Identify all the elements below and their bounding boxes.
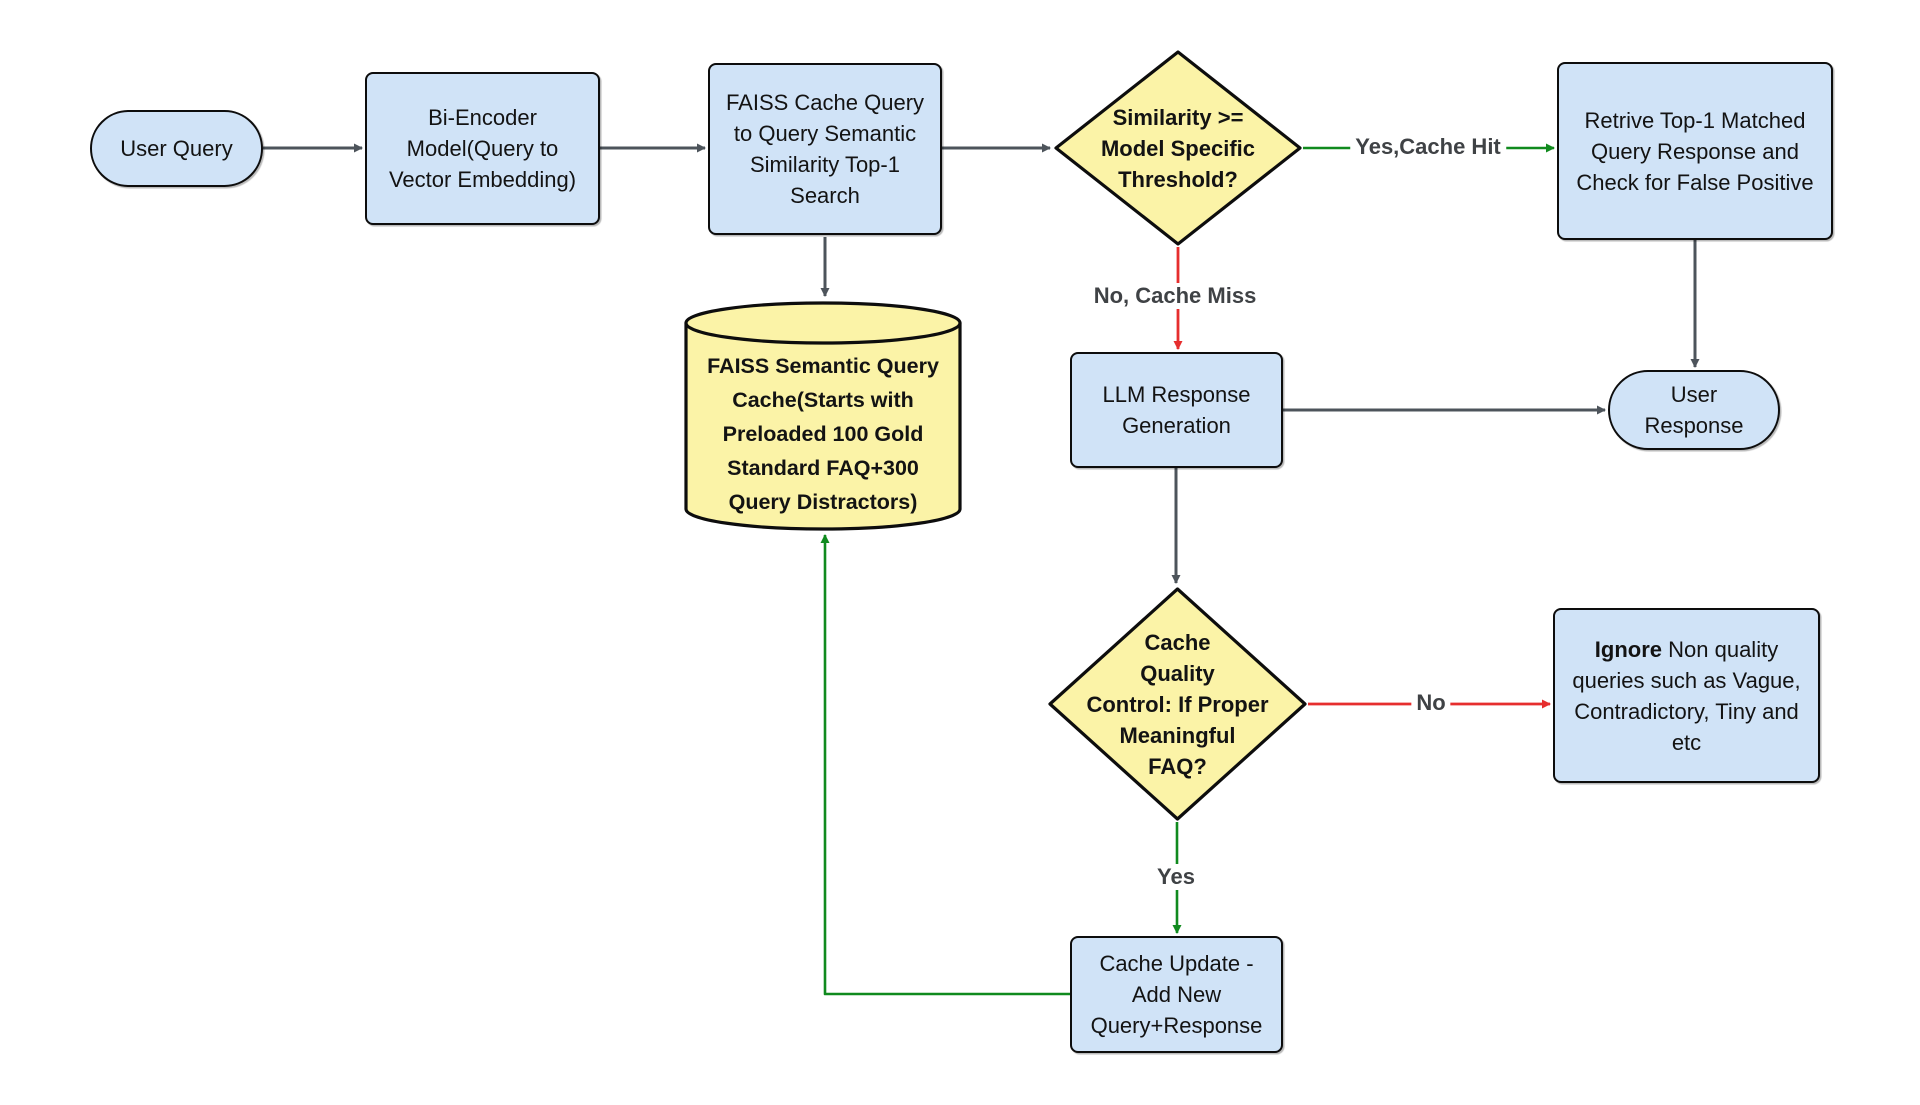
node-faiss-search-label: FAISS Cache Query to Query Semantic Simi…	[725, 90, 925, 208]
node-ignore-queries: Ignore Non quality queries such as Vague…	[1553, 608, 1820, 783]
diamond-shape	[1054, 50, 1302, 246]
edge-label-no-cache-miss: No, Cache Miss	[1088, 283, 1262, 309]
node-cache-update: Cache Update - Add New Query+Response	[1070, 936, 1283, 1053]
node-ignore-queries-label: Ignore Non quality queries such as Vague…	[1565, 634, 1808, 758]
node-user-response-label: User Response	[1644, 382, 1744, 438]
database-cylinder-shape	[684, 301, 962, 531]
node-llm-generation: LLM Response Generation	[1070, 352, 1283, 468]
edge-label-no: No	[1411, 690, 1451, 716]
node-llm-generation-label: LLM Response Generation	[1102, 382, 1251, 438]
node-faiss-cache: FAISS Semantic Query Cache(Starts with P…	[683, 300, 963, 532]
node-similarity-decision: Similarity >= Model Specific Threshold?	[1053, 49, 1303, 247]
node-bi-encoder-label: Bi-Encoder Model(Query to Vector Embeddi…	[388, 105, 577, 192]
node-retrieve-top1: Retrive Top-1 Matched Query Response and…	[1557, 62, 1833, 240]
node-user-query-label: User Query	[120, 136, 233, 161]
node-retrieve-top1-label: Retrive Top-1 Matched Query Response and…	[1576, 107, 1814, 195]
ignore-label-bold: Ignore	[1594, 636, 1663, 662]
node-bi-encoder: Bi-Encoder Model(Query to Vector Embeddi…	[365, 72, 600, 225]
edge-label-yes: Yes	[1152, 864, 1200, 890]
edge-label-yes-cache-hit: Yes,Cache Hit	[1350, 134, 1506, 160]
node-similarity-decision-label: Similarity >= Model Specific Threshold?	[1100, 104, 1256, 192]
node-quality-decision: Cache Quality Control: If Proper Meaning…	[1047, 586, 1308, 822]
node-faiss-search: FAISS Cache Query to Query Semantic Simi…	[708, 63, 942, 235]
diamond-shape	[1048, 587, 1307, 821]
edge-cache-update-to-faiss-cache	[820, 534, 1070, 996]
node-quality-decision-label: Cache Quality Control: If Proper Meaning…	[1086, 629, 1269, 779]
ignore-label-rest: Non quality queries such as Vague, Contr…	[1572, 636, 1801, 755]
node-user-response: User Response	[1608, 370, 1780, 450]
node-faiss-cache-label: FAISS Semantic Query Cache(Starts with P…	[707, 354, 939, 514]
node-cache-update-label: Cache Update - Add New Query+Response	[1090, 951, 1263, 1038]
node-user-query: User Query	[90, 110, 263, 187]
